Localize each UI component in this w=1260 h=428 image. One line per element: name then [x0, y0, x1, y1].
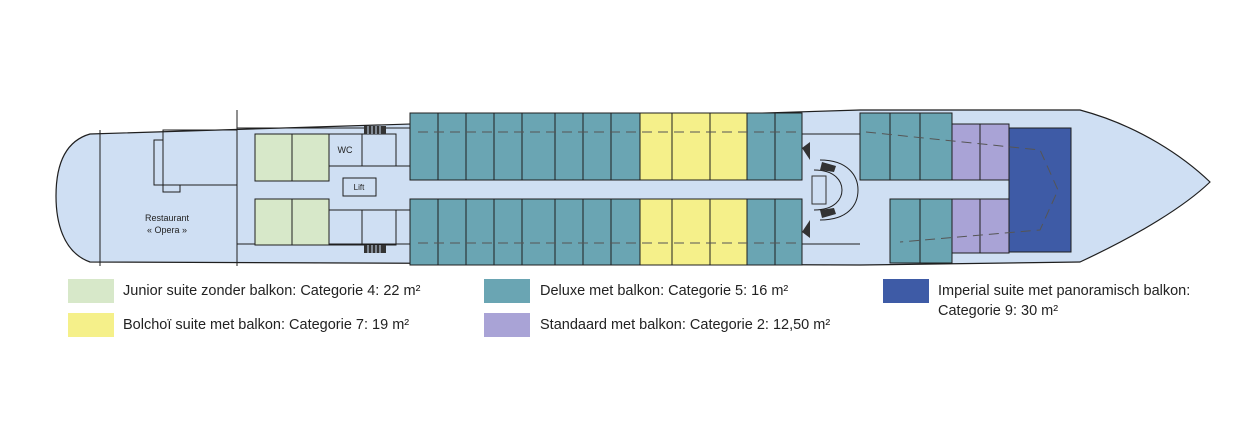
deluxe-cabin: [409, 112, 439, 181]
junior-suite-cabin: [254, 198, 293, 246]
junior-suite-legend-label: Junior suite zonder balkon: Categorie 4:…: [123, 283, 421, 299]
balcony-dash-lines: [418, 131, 1059, 244]
service-block: [328, 133, 410, 246]
deluxe-cabin: [889, 112, 921, 181]
standaard-cabin: [951, 123, 981, 181]
junior-suite-cabin: [291, 198, 330, 246]
junior-suite-cabin: [254, 133, 293, 182]
standaard-cabin: [951, 198, 981, 254]
deluxe-cabins: [409, 112, 953, 266]
bolchoi-suite-cabin: [639, 198, 673, 266]
junior-suites: [254, 133, 330, 246]
junior-suite-cabin: [291, 133, 330, 182]
imperial-suite-swatch: [883, 279, 929, 303]
bolchoi-suite-legend-label: Bolchoï suite met balkon: Categorie 7: 1…: [123, 317, 410, 333]
deluxe-cabin: [409, 198, 439, 266]
deluxe-cabin: [774, 112, 803, 181]
deluxe-swatch: [484, 279, 530, 303]
bolchoi-suite-cabin: [671, 112, 711, 181]
standaard-cabins: [951, 123, 1010, 254]
deluxe-legend-label: Deluxe met balkon: Categorie 5: 16 m²: [540, 283, 789, 299]
lift-label: Lift: [354, 183, 365, 192]
deluxe-cabin: [610, 112, 641, 181]
deluxe-cabin: [465, 112, 495, 181]
deluxe-cabin: [465, 198, 495, 266]
lobby-area: [802, 133, 860, 245]
wc-label: WC: [338, 145, 353, 155]
standaard-cabin: [979, 198, 1010, 254]
deluxe-cabin: [919, 112, 953, 181]
deluxe-cabin: [859, 112, 891, 181]
deluxe-cabin: [582, 198, 612, 266]
junior-suite-swatch: [68, 279, 114, 303]
deluxe-cabin: [493, 112, 523, 181]
bolchoi-suite-cabin: [709, 198, 748, 266]
bolchoi-suite-cabin: [639, 112, 673, 181]
deluxe-cabin: [919, 198, 953, 264]
deluxe-cabin: [437, 112, 467, 181]
deluxe-cabin: [437, 198, 467, 266]
imperial-suite-cabin: [1008, 127, 1072, 253]
deluxe-cabin: [554, 198, 584, 266]
imperial-suite-legend-label: Imperial suite met panoramisch balkon:: [938, 283, 1191, 299]
deluxe-cabin: [521, 112, 556, 181]
deluxe-cabin: [521, 198, 556, 266]
deluxe-cabin: [582, 112, 612, 181]
bolchoi-suite-cabin: [709, 112, 748, 181]
deluxe-cabin: [493, 198, 523, 266]
bolchoi-suites: [639, 112, 748, 266]
restaurant-name-label: « Opera »: [147, 225, 187, 235]
standaard-swatch: [484, 313, 530, 337]
grand-staircase-icon: [802, 142, 836, 238]
bolchoi-suite-swatch: [68, 313, 114, 337]
bolchoi-suite-cabin: [671, 198, 711, 266]
deluxe-cabin: [889, 198, 921, 264]
stairs-icon: [364, 126, 386, 253]
deluxe-cabin: [554, 112, 584, 181]
deluxe-cabin: [746, 112, 776, 181]
deluxe-cabin: [746, 198, 776, 266]
deluxe-cabin: [610, 198, 641, 266]
standaard-cabin: [979, 123, 1010, 181]
lift-box: [342, 177, 377, 197]
deluxe-cabin: [774, 198, 803, 266]
imperial-suite-legend-category: Categorie 9: 30 m²: [938, 303, 1059, 319]
restaurant-label: Restaurant: [145, 213, 190, 223]
standaard-legend-label: Standaard met balkon: Categorie 2: 12,50…: [540, 317, 831, 333]
